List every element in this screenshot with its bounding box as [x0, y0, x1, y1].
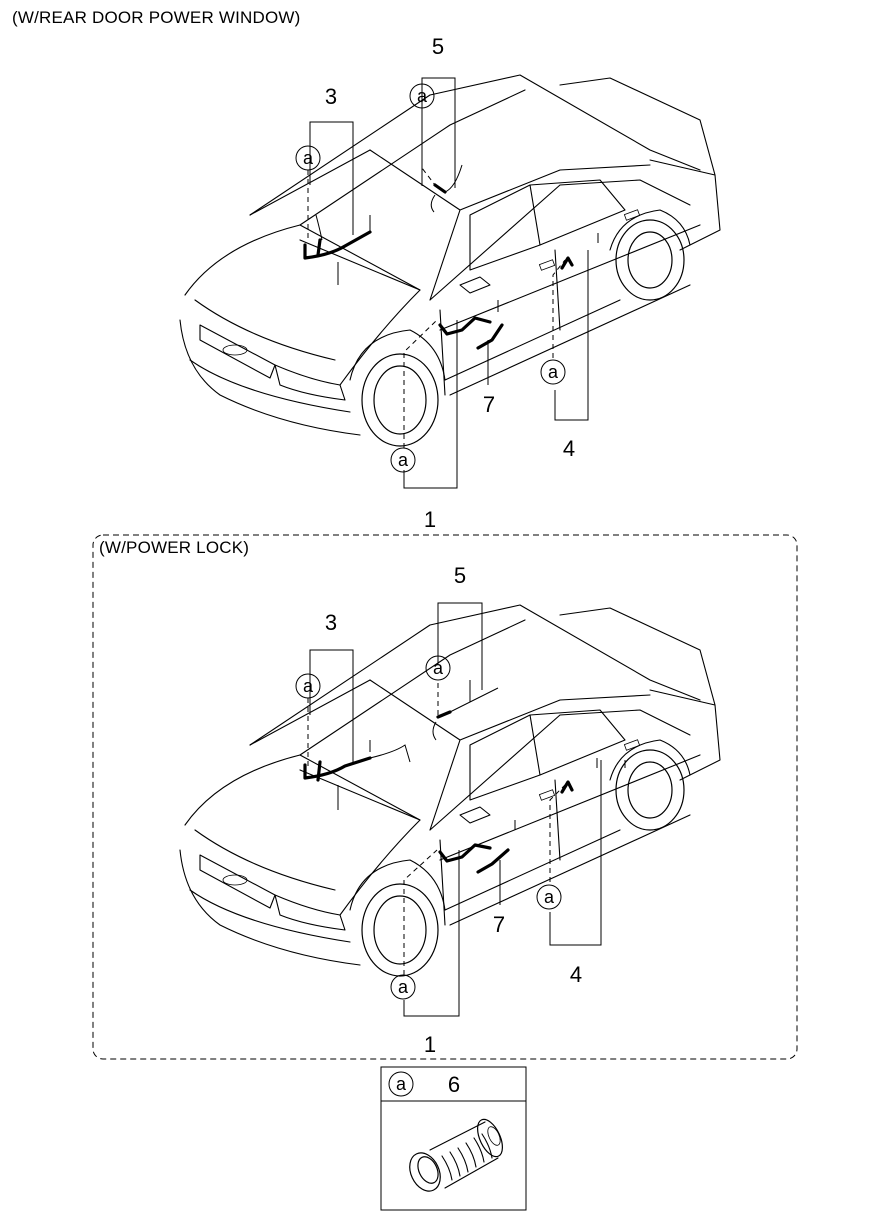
callout-bottom-3: 3 — [325, 610, 337, 635]
bubble-a-bottom-4: a — [536, 884, 562, 910]
svg-text:a: a — [303, 148, 314, 168]
svg-text:a: a — [417, 86, 428, 106]
bubble-a-top-3: a — [295, 145, 321, 171]
section-title-rear-door-power-window: (W/REAR DOOR POWER WINDOW) — [12, 8, 301, 27]
car-top — [179, 74, 721, 447]
legend-part-number: 6 — [448, 1072, 460, 1097]
callout-numbers: 5 3 7 4 1 5 3 7 4 1 — [325, 34, 582, 1057]
callout-top-7: 7 — [483, 392, 495, 417]
callout-bottom-7: 7 — [493, 912, 505, 937]
bubble-a-top-5: a — [409, 83, 435, 109]
callout-top-1: 1 — [424, 507, 436, 532]
svg-text:a: a — [548, 362, 559, 382]
bubble-a-bottom-5: a — [425, 655, 451, 681]
svg-text:a: a — [544, 887, 555, 907]
svg-text:a: a — [398, 450, 409, 470]
legend-bubble — [388, 1071, 414, 1097]
callouts-bottom — [307, 602, 602, 1017]
callout-bottom-4: 4 — [570, 962, 582, 987]
svg-text:a: a — [398, 977, 409, 997]
callout-top-3: 3 — [325, 84, 337, 109]
power-lock-frame — [92, 534, 798, 1060]
callout-top-5: 5 — [432, 34, 444, 59]
callout-top-4: 4 — [563, 436, 575, 461]
harness-top — [303, 164, 599, 350]
bubble-a-top-4: a — [540, 359, 566, 385]
callout-bottom-5: 5 — [454, 563, 466, 588]
section-title-power-lock: (W/POWER LOCK) — [99, 538, 250, 557]
callouts-top — [307, 77, 589, 489]
car-bottom — [179, 604, 721, 977]
grommet-icon — [409, 1118, 503, 1192]
bubble-markers: a a a a a a a a — [295, 83, 566, 1000]
svg-text:a: a — [303, 676, 314, 696]
callout-bottom-1: 1 — [424, 1032, 436, 1057]
harness-bottom — [303, 680, 626, 874]
svg-text:a: a — [433, 658, 444, 678]
legend-grommet-box: a 6 — [380, 1066, 527, 1211]
bubble-a-bottom-1: a — [390, 974, 416, 1000]
legend-bubble-letter: a — [396, 1074, 407, 1094]
bubble-a-bottom-3: a — [295, 673, 321, 699]
bubble-a-top-1: a — [390, 447, 416, 473]
